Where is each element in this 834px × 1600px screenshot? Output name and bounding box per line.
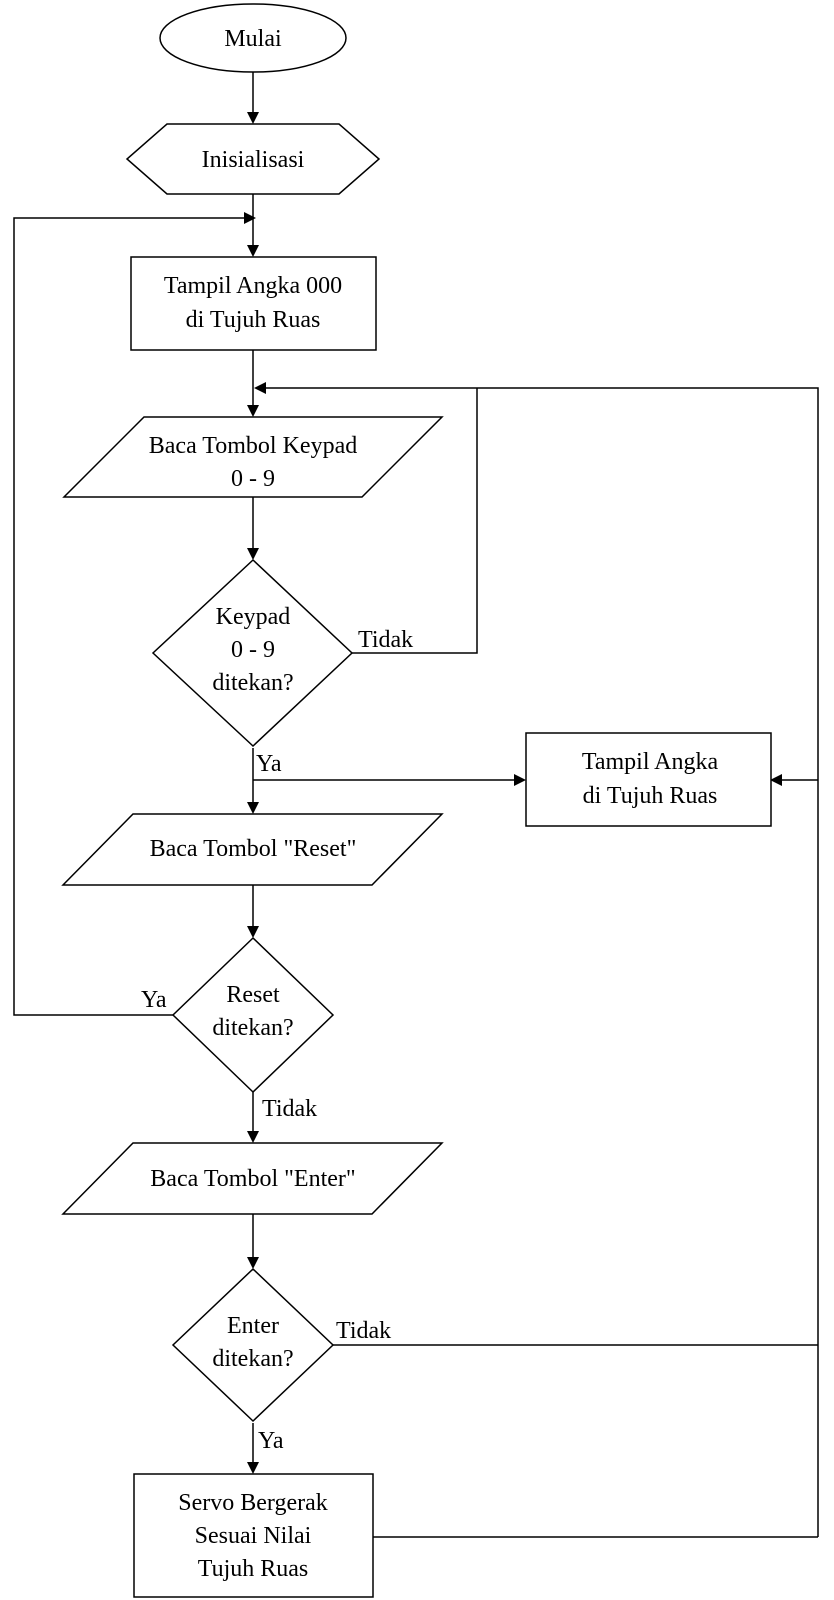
arrow-ya-tampil-angka	[514, 774, 526, 786]
arrow-inisialisasi-tampil	[247, 245, 259, 257]
label-enter-decision-line1: Enter	[227, 1313, 279, 1339]
label-baca-reset: Baca Tombol "Reset"	[150, 836, 357, 862]
edge-reset-ya-loop	[13, 217, 246, 1016]
start-terminator	[159, 3, 347, 73]
arrow-reset-tidak	[247, 1131, 259, 1143]
keypad-decision	[151, 558, 354, 748]
enter-decision	[171, 1267, 335, 1423]
arrow-tampil-baca	[247, 405, 259, 417]
label-reset-decision-line2: ditekan?	[212, 1015, 293, 1041]
arrow-baca-enter-decision	[247, 1257, 259, 1269]
edge-label-keypad-tidak: Tidak	[358, 627, 413, 653]
label-inisialisasi: Inisialisasi	[202, 147, 305, 173]
edge-labels: Tidak Ya Ya Tidak Tidak Ya	[141, 627, 413, 1454]
edge-label-keypad-ya: Ya	[256, 751, 282, 777]
reset-decision	[171, 936, 335, 1094]
edge-label-enter-ya: Ya	[258, 1428, 284, 1454]
display-000-process	[130, 256, 377, 351]
read-keypad-io	[62, 416, 444, 498]
display-number-process	[525, 732, 772, 827]
connectors	[13, 72, 819, 1538]
label-mulai: Mulai	[224, 26, 282, 52]
read-reset-io	[61, 813, 444, 886]
label-servo-line3: Tujuh Ruas	[198, 1556, 308, 1582]
label-keypad-decision-line2: 0 - 9	[231, 637, 275, 663]
edge-label-reset-tidak: Tidak	[262, 1096, 317, 1122]
edge-label-reset-ya: Ya	[141, 987, 167, 1013]
label-keypad-decision-line1: Keypad	[216, 604, 291, 630]
label-tampil-000-line2: di Tujuh Ruas	[186, 307, 321, 333]
shapes	[61, 3, 772, 1598]
arrow-bus-tampil-angka	[770, 774, 782, 786]
edge-keypad-tidak	[352, 388, 478, 654]
label-tampil-000-line1: Tampil Angka 000	[164, 273, 342, 299]
label-baca-keypad-line2: 0 - 9	[231, 466, 275, 492]
read-enter-io	[61, 1142, 444, 1215]
label-enter-decision-line2: ditekan?	[212, 1346, 293, 1372]
servo-process	[133, 1473, 374, 1598]
arrow-merge-main	[254, 382, 266, 394]
label-keypad-decision-line3: ditekan?	[212, 670, 293, 696]
label-baca-keypad-line1: Baca Tombol Keypad	[149, 433, 358, 459]
label-servo-line2: Sesuai Nilai	[195, 1523, 312, 1549]
arrow-reset-loop	[244, 212, 256, 224]
node-labels: Mulai Inisialisasi Tampil Angka 000 di T…	[149, 26, 719, 1582]
label-tampil-angka-line1: Tampil Angka	[582, 749, 719, 775]
init-hexagon	[125, 123, 381, 195]
edge-label-enter-tidak: Tidak	[336, 1318, 391, 1344]
arrow-mulai-inisialisasi	[247, 112, 259, 124]
label-baca-enter: Baca Tombol "Enter"	[150, 1166, 355, 1192]
label-reset-decision-line1: Reset	[226, 982, 280, 1008]
arrow-baca-keypad-decision	[247, 548, 259, 560]
label-servo-line1: Servo Bergerak	[178, 1490, 328, 1516]
edge-right-bus	[264, 387, 819, 1537]
arrow-baca-reset-decision	[247, 926, 259, 938]
label-tampil-angka-line2: di Tujuh Ruas	[583, 783, 718, 809]
arrow-enter-ya	[247, 1462, 259, 1474]
arrow-keypad-ya	[247, 802, 259, 814]
